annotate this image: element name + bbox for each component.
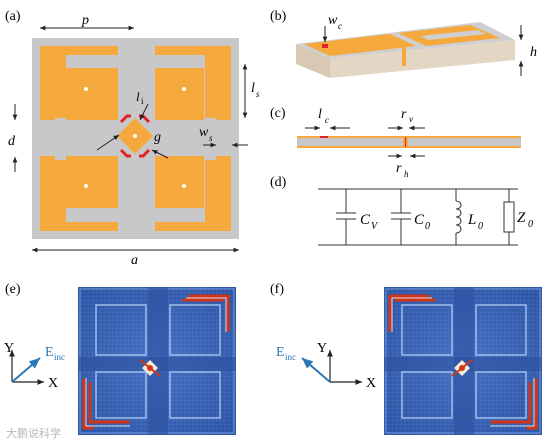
panel-d-tag: (d) — [270, 175, 287, 190]
slab-left-face — [296, 44, 330, 78]
label-ls-main: l — [251, 81, 255, 96]
label-l0-main: L — [467, 212, 476, 228]
panel-c: (c) l c r v r h — [270, 106, 521, 179]
gap-3d — [322, 44, 328, 48]
label-ls-sub: s — [256, 89, 260, 99]
li-arrow-lower — [96, 134, 120, 151]
label-ws-sub: s — [209, 133, 213, 143]
top-patch-left — [304, 34, 416, 56]
cross-section-bottom-metal — [297, 146, 521, 148]
axis-x-f: X — [366, 376, 376, 391]
via-3d — [402, 44, 406, 66]
panel-e-tag: (e) — [5, 282, 21, 297]
patch-bottom-right — [152, 156, 204, 208]
label-z0-sub: 0 — [528, 219, 533, 230]
label-wc-sub: c — [338, 21, 342, 31]
cross-section-gap — [320, 136, 328, 138]
top-slot — [420, 30, 486, 40]
label-rv-main: r — [401, 107, 407, 122]
label-ws-main: w — [199, 125, 209, 140]
label-g: g — [154, 130, 161, 145]
label-rh-sub: h — [404, 169, 409, 179]
slab-front-face — [330, 40, 515, 78]
g-arrow — [151, 149, 169, 159]
panel-c-tag: (c) — [270, 106, 286, 121]
patch-bottom-left-outer — [40, 149, 118, 231]
label-d: d — [8, 134, 16, 149]
patch-bottom-left — [66, 156, 118, 208]
einc-label-e: E — [45, 345, 54, 360]
cross-section-top-metal — [297, 136, 521, 138]
patch-top-right-outer — [155, 46, 231, 129]
panel-d: (d) C V C 0 L 0 Z — [270, 175, 533, 246]
axis-x-e: X — [48, 376, 58, 391]
panel-e: (e) — [4, 282, 236, 435]
axes-e: Y X E inc — [4, 341, 65, 391]
watermark: 大鹏说科学 — [6, 426, 61, 440]
panel-b: (b) w c h — [270, 9, 537, 78]
einc-sub-e: inc — [54, 352, 65, 362]
label-lc-main: l — [318, 107, 322, 122]
label-h: h — [530, 45, 537, 60]
circuit-wires — [318, 188, 518, 246]
cross-section-substrate — [297, 136, 521, 148]
patch-top-right — [152, 68, 204, 120]
label-li-main: l — [136, 89, 140, 104]
label-rv-sub: v — [409, 114, 413, 124]
panel-f: (f) — [270, 282, 542, 435]
patch-top-left — [66, 68, 118, 120]
label-rh-main: r — [396, 161, 402, 176]
einc-arrow-f — [301, 357, 331, 383]
label-c0-main: C — [414, 212, 425, 228]
panel-f-tag: (f) — [270, 282, 284, 297]
label-l0-sub: 0 — [478, 221, 483, 232]
li-arrow — [139, 103, 149, 121]
panel-a: (a) — [5, 9, 260, 268]
axes-f: Y X E inc — [276, 341, 376, 391]
label-li-sub: i — [141, 96, 144, 106]
patch-bottom-right-outer — [155, 149, 231, 231]
einc-label-f: E — [276, 345, 285, 360]
axis-y-e: Y — [4, 341, 14, 356]
via-dots — [84, 87, 186, 188]
label-p: p — [81, 13, 89, 28]
label-c0-sub: 0 — [425, 221, 430, 232]
cross-section-via-core — [405, 137, 406, 147]
patch-array — [40, 46, 231, 231]
panel-a-tag: (a) — [5, 9, 21, 24]
label-a: a — [131, 253, 138, 268]
label-wc-main: w — [328, 13, 338, 28]
einc-arrow-e — [11, 357, 41, 383]
field-map-f — [384, 287, 542, 435]
panel-b-tag: (b) — [270, 9, 287, 24]
field-map-e — [78, 287, 236, 435]
label-cv-sub: V — [371, 221, 379, 232]
label-lc-sub: c — [325, 115, 329, 125]
patch-top-left-outer — [40, 46, 118, 129]
label-z0-main: Z — [517, 210, 526, 226]
label-cv-main: C — [360, 212, 371, 228]
einc-sub-f: inc — [285, 352, 296, 362]
axis-y-f: Y — [317, 341, 327, 356]
